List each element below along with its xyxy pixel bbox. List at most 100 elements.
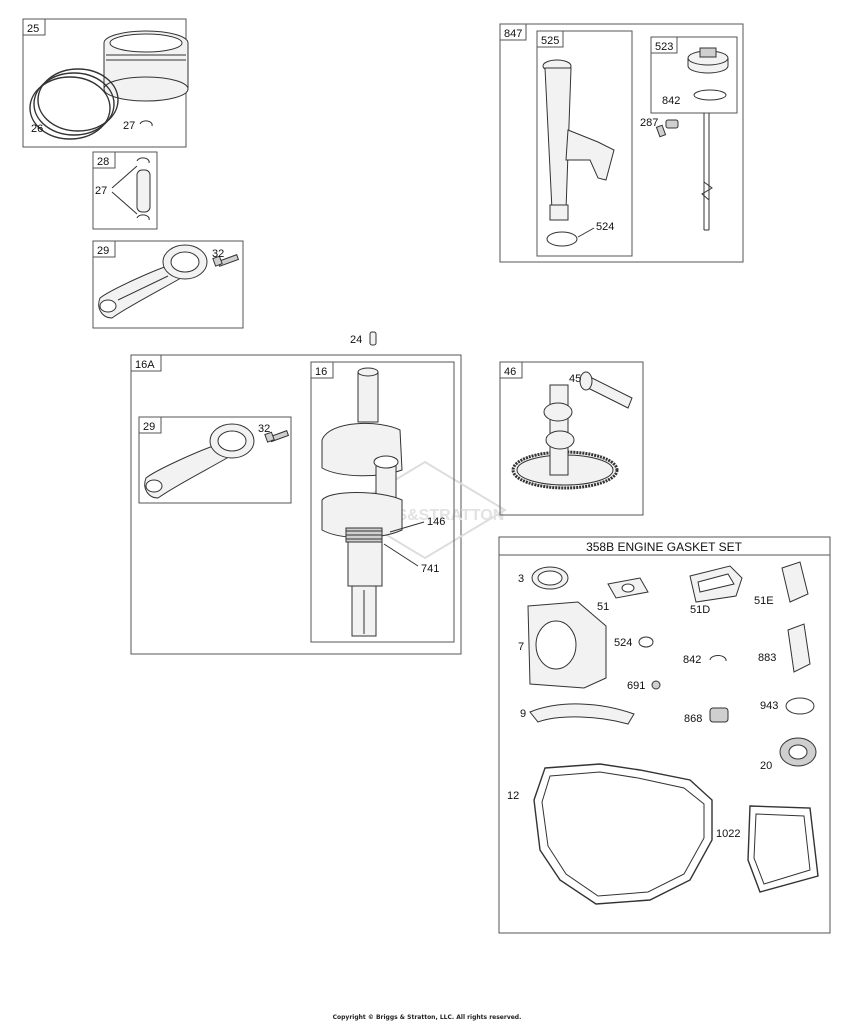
- seal-691-drawing: [651, 680, 661, 690]
- callout-741: 741: [421, 563, 439, 575]
- callout-32: 32: [212, 248, 224, 260]
- callout-883: 883: [758, 652, 776, 664]
- o-ring-524-b-drawing: [638, 636, 654, 648]
- callout-12: 12: [507, 790, 519, 802]
- group-16-label: 16: [315, 366, 327, 378]
- group-29-label: 29: [97, 245, 109, 257]
- group-28-frame: [92, 151, 158, 230]
- gasket-1022-inner: [753, 813, 811, 885]
- dipstick-blade-drawing: [701, 113, 713, 231]
- seal-868-drawing: [709, 707, 729, 723]
- callout-3: 3: [518, 573, 524, 585]
- callout-7: 7: [518, 641, 524, 653]
- callout-146: 146: [427, 516, 445, 528]
- group-46-label-box: [499, 361, 523, 379]
- group-16a-label-box: [130, 354, 162, 372]
- callout-9: 9: [520, 708, 526, 720]
- gasket-set-358b: 358B ENGINE GASKET SET 3 51 51D 51E 7 52…: [498, 536, 831, 934]
- callout-27-b: 27: [95, 185, 107, 197]
- group-523-label-box: [650, 36, 678, 54]
- gasket-set-title: 358B ENGINE GASKET SET: [586, 540, 743, 554]
- cap-o-ring-drawing: [693, 89, 727, 101]
- callout-524-b: 524: [614, 637, 632, 649]
- group-46-camshaft: 46 45: [499, 361, 644, 516]
- group-25-label: 25: [27, 23, 39, 35]
- cam-gear-drawing: [511, 384, 619, 490]
- callout-524: 524: [596, 221, 614, 233]
- crankcase-gasket-12-drawing: [533, 763, 713, 905]
- group-16a-crankshaft-kit: 16A BRIGGS&STRATTON 29 32 16: [130, 354, 507, 655]
- callout-24: 24: [350, 334, 362, 346]
- callout-842: 842: [662, 95, 680, 107]
- group-523-frame: [650, 36, 738, 114]
- group-16-frame: [310, 361, 455, 643]
- group-525-frame: [536, 30, 633, 257]
- group-28-label: 28: [97, 156, 109, 168]
- screw-287-drawing: [655, 119, 679, 138]
- group-16-label-box: [310, 361, 334, 379]
- group-29b-label: 29: [143, 421, 155, 433]
- group-847-label: 847: [504, 28, 522, 40]
- group-847-oil-fill: 847 525 524 523 842: [499, 23, 744, 263]
- gasket-1022-drawing: [747, 805, 819, 893]
- o-ring-943-drawing: [785, 697, 815, 715]
- wrist-pin-drawing: [136, 169, 151, 213]
- group-28-label-box: [92, 151, 116, 169]
- crankcase-gasket-12-inner: [541, 771, 705, 897]
- group-29-label-box: [92, 240, 116, 258]
- cam-pin-45-drawing: [579, 371, 633, 409]
- callout-45: 45: [569, 373, 581, 385]
- clip-bottom-drawing: [136, 214, 150, 221]
- callout-287: 287: [640, 117, 658, 129]
- connecting-rod-drawing: [98, 244, 208, 319]
- group-847-frame: [499, 23, 744, 263]
- gasket-9-drawing: [529, 703, 635, 725]
- callout-51e: 51E: [754, 595, 774, 607]
- rod-bolt-drawing: [212, 254, 240, 267]
- pin-clip-drawing: [139, 120, 153, 127]
- group-25-piston-assembly: 25 26 27: [22, 18, 189, 148]
- callout-943: 943: [760, 700, 778, 712]
- group-29b-label-box: [138, 416, 162, 434]
- callout-51: 51: [597, 601, 609, 613]
- group-16a-frame: [130, 354, 462, 655]
- rod-bolt-b-drawing: [264, 430, 290, 443]
- leader-27-a: [111, 165, 138, 189]
- gasket-883-drawing: [787, 623, 811, 673]
- piston-drawing: [103, 30, 189, 102]
- group-28-wrist-pin: 28 27: [92, 151, 158, 230]
- connecting-rod-b-drawing: [144, 423, 255, 499]
- clip-top-drawing: [136, 157, 150, 164]
- group-46-frame: [499, 361, 644, 516]
- callout-32-b: 32: [258, 423, 270, 435]
- callout-1022: 1022: [716, 828, 740, 840]
- piston-rings-drawing: [29, 68, 119, 140]
- callout-868: 868: [684, 713, 702, 725]
- o-ring-524-drawing: [546, 231, 578, 247]
- group-29-connecting-rod: 29 32: [92, 240, 244, 329]
- callout-27: 27: [123, 120, 135, 132]
- gasket-51e-drawing: [781, 561, 809, 603]
- leader-741: [383, 543, 419, 567]
- group-16a-label: 16A: [135, 359, 155, 371]
- callout-20: 20: [760, 760, 772, 772]
- group-525-label: 525: [541, 35, 559, 47]
- group-523-label: 523: [655, 41, 673, 53]
- o-ring-842-b-drawing: [709, 654, 727, 662]
- group-29-frame: [92, 240, 244, 329]
- dipstick-cap-drawing: [687, 47, 729, 74]
- crankshaft-drawing: [321, 367, 403, 637]
- seal-3-inner: [537, 570, 563, 586]
- group-25-label-box: [22, 18, 46, 36]
- leader-146: [389, 521, 425, 533]
- dowel-pin-drawing: [369, 331, 377, 346]
- gasket-51d-inner: [697, 573, 735, 593]
- copyright-notice: Copyright © Briggs & Stratton, LLC. All …: [332, 1014, 522, 1021]
- leader-524: [577, 227, 595, 238]
- oil-seal-20-inner: [788, 744, 808, 760]
- group-847-label-box: [499, 23, 527, 41]
- group-525-label-box: [536, 30, 564, 48]
- callout-51d: 51D: [690, 604, 710, 616]
- callout-26: 26: [31, 123, 43, 135]
